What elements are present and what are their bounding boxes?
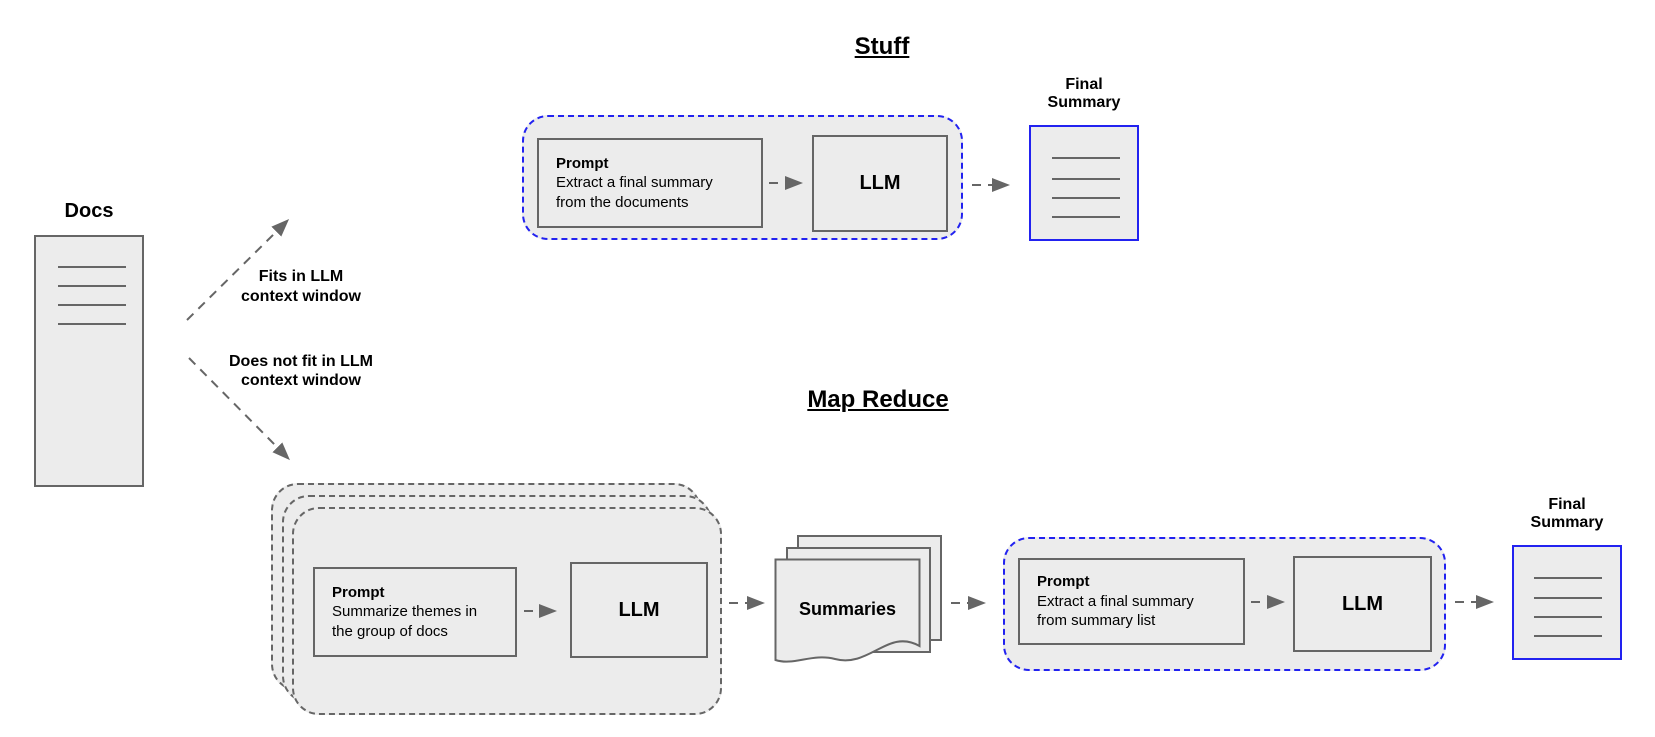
fits-context-line1: Fits in LLM xyxy=(258,268,344,285)
map-prompt-heading: Prompt xyxy=(332,583,385,601)
doc-text-line xyxy=(1052,197,1120,199)
map-llm-box: LLM xyxy=(570,562,708,658)
reduce-final-summary-document-icon xyxy=(1512,545,1622,660)
does-not-fit-line2: context window xyxy=(241,372,361,389)
doc-text-line xyxy=(1534,616,1602,618)
stuff-prompt-heading: Prompt xyxy=(556,154,609,172)
fits-context-label: Fits in LLM context window xyxy=(221,267,381,307)
docs-label: Docs xyxy=(64,200,114,222)
reduce-prompt-line2: from summary list xyxy=(1037,612,1156,630)
reduce-prompt-heading: Prompt xyxy=(1037,573,1090,591)
doc-text-line xyxy=(58,304,126,306)
doc-text-line xyxy=(1534,597,1602,599)
stuff-llm-label: LLM xyxy=(859,172,901,194)
reduce-final-line1: Final xyxy=(1548,496,1586,513)
map-reduce-title: Map Reduce xyxy=(807,386,949,413)
docs-document-icon xyxy=(34,235,144,487)
does-not-fit-label: Does not fit in LLM context window xyxy=(216,352,386,390)
stuff-final-line1: Final xyxy=(1065,76,1103,93)
reduce-final-line2: Summary xyxy=(1530,514,1604,531)
map-prompt-box: Prompt Summarize themes in the group of … xyxy=(313,567,517,657)
does-not-fit-line1: Does not fit in LLM xyxy=(229,353,373,370)
stuff-prompt-box: Prompt Extract a final summary from the … xyxy=(537,138,763,228)
doc-text-line xyxy=(58,323,126,325)
stuff-llm-box: LLM xyxy=(812,135,948,232)
reduce-final-summary-label: Final Summary xyxy=(1512,496,1622,532)
summaries-label: Summaries xyxy=(798,598,897,619)
doc-text-line xyxy=(1534,635,1602,637)
stuff-final-line2: Summary xyxy=(1047,94,1121,111)
stuff-prompt-line1: Extract a final summary xyxy=(556,174,713,192)
map-prompt-line1: Summarize themes in xyxy=(332,603,478,621)
reduce-prompt-line1: Extract a final summary xyxy=(1037,592,1194,610)
doc-text-line xyxy=(1052,216,1120,218)
reduce-llm-box: LLM xyxy=(1293,556,1432,652)
doc-text-line xyxy=(58,266,126,268)
stuff-title: Stuff xyxy=(854,33,910,60)
stuff-final-summary-label: Final Summary xyxy=(1029,76,1139,112)
stuff-final-summary-document-icon xyxy=(1029,125,1139,241)
map-prompt-line2: the group of docs xyxy=(332,622,448,640)
doc-text-line xyxy=(1052,178,1120,180)
map-llm-label: LLM xyxy=(618,598,660,621)
stuff-prompt-line2: from the documents xyxy=(556,193,689,211)
fits-context-line2: context window xyxy=(241,288,361,305)
reduce-llm-label: LLM xyxy=(1341,592,1384,615)
doc-text-line xyxy=(1534,577,1602,579)
doc-text-line xyxy=(1052,157,1120,159)
summaries-page-front xyxy=(774,558,921,663)
reduce-prompt-box: Prompt Extract a final summary from summ… xyxy=(1018,558,1245,645)
doc-text-line xyxy=(58,285,126,287)
